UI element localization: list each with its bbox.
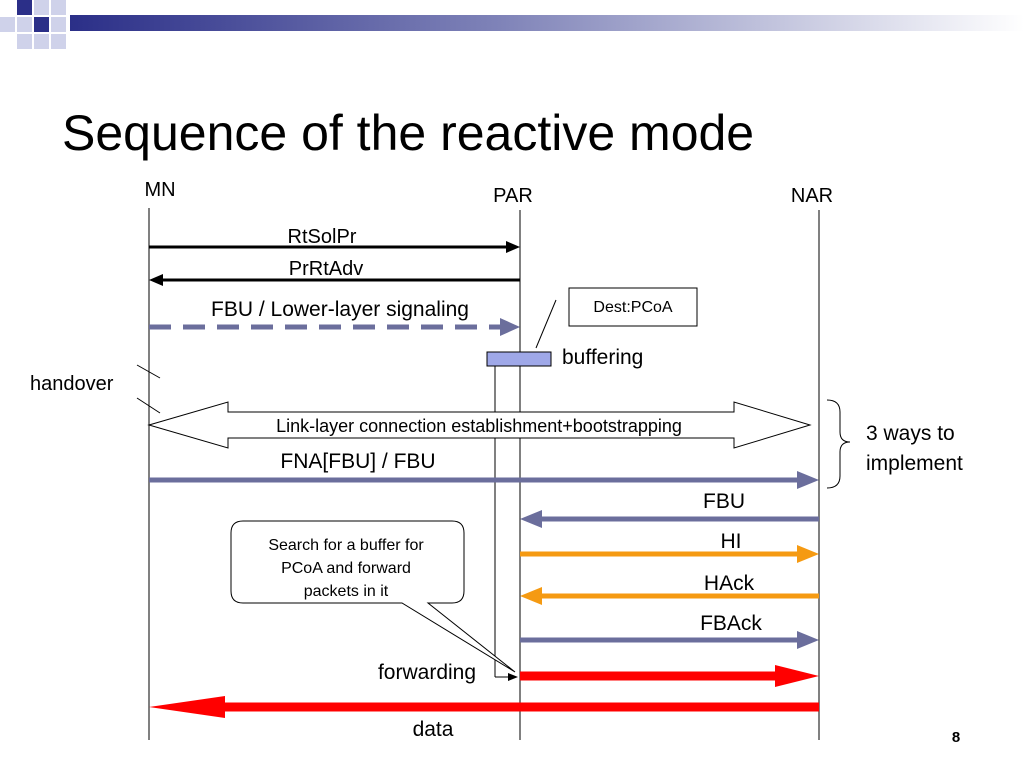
entity-par-label: PAR <box>493 185 533 207</box>
dest-pcoa-label: Dest:PCoA <box>593 299 672 316</box>
msg-fbu-lower-arrow <box>149 318 520 336</box>
msg-forwarding-label: forwarding <box>378 661 476 684</box>
msg-hack-arrow <box>520 587 819 605</box>
msg-hi-label: HI <box>721 530 742 553</box>
entity-mn-label: MN <box>144 179 175 201</box>
three-ways-line1: 3 ways to <box>866 422 955 445</box>
decor-square <box>17 17 32 32</box>
decor-square <box>34 0 49 15</box>
msg-rtsolpr-label: RtSolPr <box>288 226 357 248</box>
buffer-to-forwarding-arrow <box>495 673 518 681</box>
msg-forwarding-arrow <box>520 665 819 687</box>
msg-fna-fbu-arrow <box>149 471 819 489</box>
handover-tick-top <box>136 364 161 379</box>
msg-fbu-label: FBU <box>703 490 745 513</box>
header-gradient-bar <box>70 15 1024 31</box>
msg-prrtadv-arrow <box>149 274 520 286</box>
header-decoration <box>0 0 1024 49</box>
page-number: 8 <box>952 729 960 746</box>
decor-square <box>17 0 32 15</box>
msg-hack-label: HAck <box>704 572 755 595</box>
entity-nar-label: NAR <box>791 185 833 207</box>
decor-square <box>34 17 49 32</box>
search-line2: PCoA and forward <box>281 560 411 577</box>
msg-hi-arrow <box>520 545 819 563</box>
msg-fna-fbu-label: FNA[FBU] / FBU <box>280 450 435 473</box>
decor-square <box>51 34 66 49</box>
msg-rtsolpr-arrow <box>149 241 520 253</box>
decor-square <box>17 34 32 49</box>
three-ways-line2: implement <box>866 452 963 475</box>
search-line3: packets in it <box>304 583 389 600</box>
msg-fback-arrow <box>520 631 819 649</box>
slide-title: Sequence of the reactive mode <box>62 105 754 161</box>
link-layer-label: Link-layer connection establishment+boot… <box>276 416 682 436</box>
msg-fbu-lower-label: FBU / Lower-layer signaling <box>211 298 469 321</box>
decor-square <box>0 17 15 32</box>
link-layer-double-arrow <box>147 401 812 449</box>
decor-square <box>34 34 49 49</box>
msg-data-arrow <box>149 696 819 718</box>
dest-pcoa-callout: Dest:PCoA <box>535 287 698 349</box>
handover-label: handover <box>30 373 114 395</box>
decor-square <box>51 0 66 15</box>
decor-square <box>51 17 66 32</box>
msg-data-label: data <box>413 718 454 741</box>
msg-fbu-arrow <box>520 510 819 528</box>
search-line1: Search for a buffer for <box>268 537 424 554</box>
handover-tick-bottom <box>136 397 161 414</box>
buffering-label: buffering <box>562 346 643 369</box>
msg-prrtadv-label: PrRtAdv <box>289 258 363 280</box>
search-callout: Search for a buffer for PCoA and forward… <box>230 520 516 673</box>
buffer-box <box>486 351 552 367</box>
msg-fback-label: FBAck <box>700 612 762 635</box>
implement-brace <box>826 399 851 489</box>
